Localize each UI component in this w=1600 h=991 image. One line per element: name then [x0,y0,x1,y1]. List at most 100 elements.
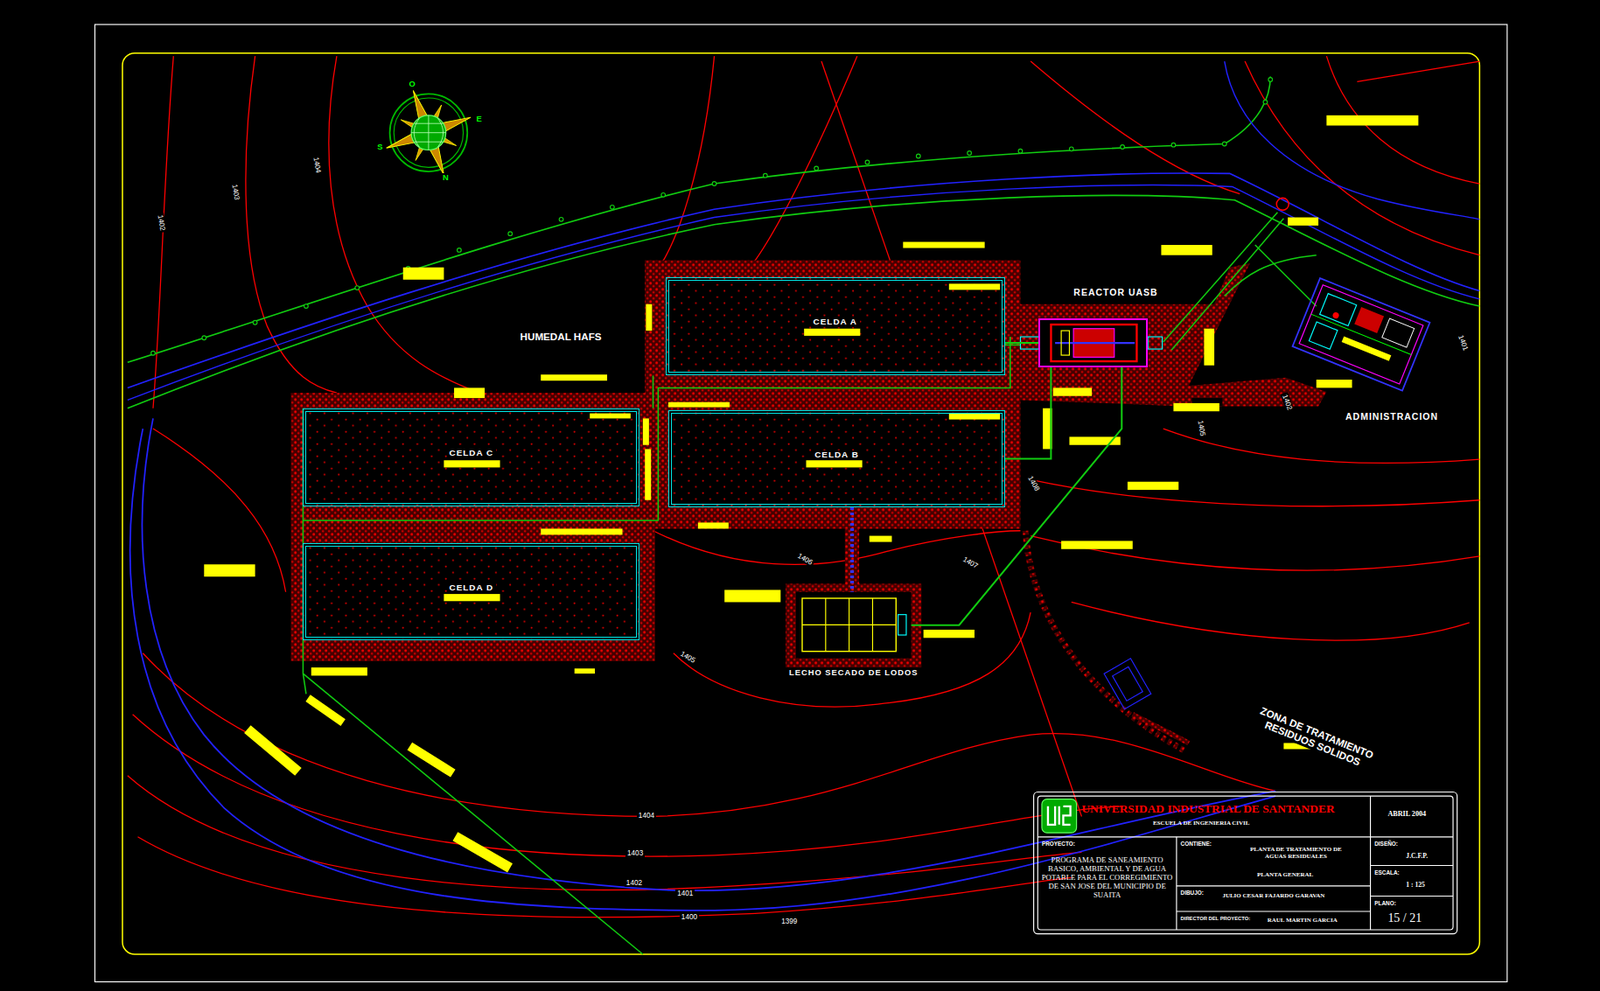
access-road-part-part [304,304,309,309]
text-placeholders-part [540,374,608,381]
compass-rose [370,75,487,191]
building-part [1292,278,1431,392]
text-placeholders-part [1160,244,1212,256]
title-block-text: CONTIENE: [1180,840,1212,847]
text-placeholders-part [454,387,485,399]
water-pipe [1005,342,1040,344]
reactor-detail-part [1147,336,1162,350]
title-block-part [1034,791,1458,934]
node-label: CELDA B [811,450,862,461]
pipes-part [652,375,655,408]
map-label: ZONA DE TRATAMIENTO RESIDUOS SOLIDOS [1237,698,1392,779]
contour-elevation: 1399 [779,917,799,926]
compass-rose-part [387,91,469,174]
drying-bed-grid [796,592,912,659]
reactor-box: REACTOR UASB [1038,318,1148,368]
title-block-part [1370,865,1454,867]
contour-elevation: 1407 [960,554,982,572]
title-block-text: DIBUJO: [1180,889,1204,896]
contour-lines-part [153,428,287,593]
gravel-border-part [785,583,922,668]
pipes-part [302,673,643,955]
text-placeholders-part [1203,328,1215,366]
building-part [1311,314,1412,356]
title-block-text: DISEÑO: [1374,840,1398,847]
access-road-part-part [814,166,819,171]
node-label: REACTOR UASB [1073,287,1158,299]
compass-rose-part [411,115,447,151]
building-outline [1287,277,1435,392]
contour-elevation: 1401 [675,889,695,898]
title-block-text: J.C.F.P. [1405,852,1428,861]
reactor-detail-part [1050,324,1137,362]
contour-lines-part [153,55,174,409]
building-part [1382,318,1415,348]
wetland-cell: CELDA B [668,410,1006,508]
contour-elevation: 1404 [311,154,323,175]
title-block-part [1037,796,1454,930]
title-block-text: DIRECTOR DEL PROYECTO: [1180,915,1251,923]
contour-lines [127,55,1481,918]
title-block-text: PLANO: [1374,900,1397,907]
access-road-part-part [915,153,921,159]
access-road-part-part [712,181,717,187]
text-placeholders-part [1061,540,1133,549]
text-placeholders-part [453,831,513,873]
access-road [127,61,1481,911]
contour-elevation: 1402 [1279,391,1294,413]
access-road-part-part [1068,146,1074,152]
cell-fill-part [668,410,1006,508]
reactor-detail [1020,324,1162,362]
text-placeholders-part [949,413,1000,420]
text-placeholders-part [923,629,975,638]
pipes-part [1224,255,1317,297]
text-placeholders-part [407,742,456,778]
contour-lines-part [328,55,480,393]
access-road-part-part [252,320,258,325]
node-label: CELDA C [447,448,497,459]
access-road-part-part [763,173,769,178]
contour-elevation: 1405 [677,649,699,666]
cell-fill-part [665,277,1006,376]
node-label: LECHO SECADO DE LODOS [789,668,918,678]
contour-elevation: 1401 [1455,332,1470,354]
cell-fill-part [302,408,640,507]
compass-rose-part [390,93,469,172]
text-placeholders [203,115,1419,874]
title-block-text: PLANTA DE TRATAMIENTO DE AGUAS RESIDUALE… [1239,845,1352,860]
access-road-part-part [1018,148,1023,154]
text-placeholders-part [1127,482,1179,490]
drawing-frame [94,24,1507,982]
misc-symbols [1103,658,1189,744]
text-placeholders-part [642,418,650,445]
contour-lines-part [1030,536,1480,572]
access-road-part-part [1263,99,1268,105]
text-placeholders-part [305,694,345,727]
pipes-part [1171,218,1284,351]
contour-lines-part [132,714,1123,857]
contour-elevation: 1404 [636,811,657,820]
building-part [1299,285,1424,385]
drying-bed: LECHO SECADO DE LODOS [796,592,912,659]
text-placeholders-part [644,448,651,500]
drawing-frame-part [94,24,1507,982]
title-block-part [1176,910,1371,912]
cell-fill-part [1038,318,1148,368]
water-pipe [1005,367,1052,460]
access-road-part-part [558,217,564,223]
map-label: S [375,142,385,153]
cell-fill-part [302,408,640,507]
cell-fill-part [302,543,640,641]
title-block-part [1176,885,1371,887]
text-placeholders-part [443,460,500,468]
title-block-text: PLANTA GENERAL [1257,871,1314,879]
admin-building: ADMINISTRACION [1287,277,1435,392]
node-label: ADMINISTRACION [1345,412,1439,423]
node-label: CELDA D [447,583,497,594]
cell-fill [302,277,1223,658]
title-block [1034,791,1458,934]
text-placeholders-part [203,564,255,577]
contour-elevation: 1400 [679,913,699,922]
title-block-part [1370,895,1454,897]
